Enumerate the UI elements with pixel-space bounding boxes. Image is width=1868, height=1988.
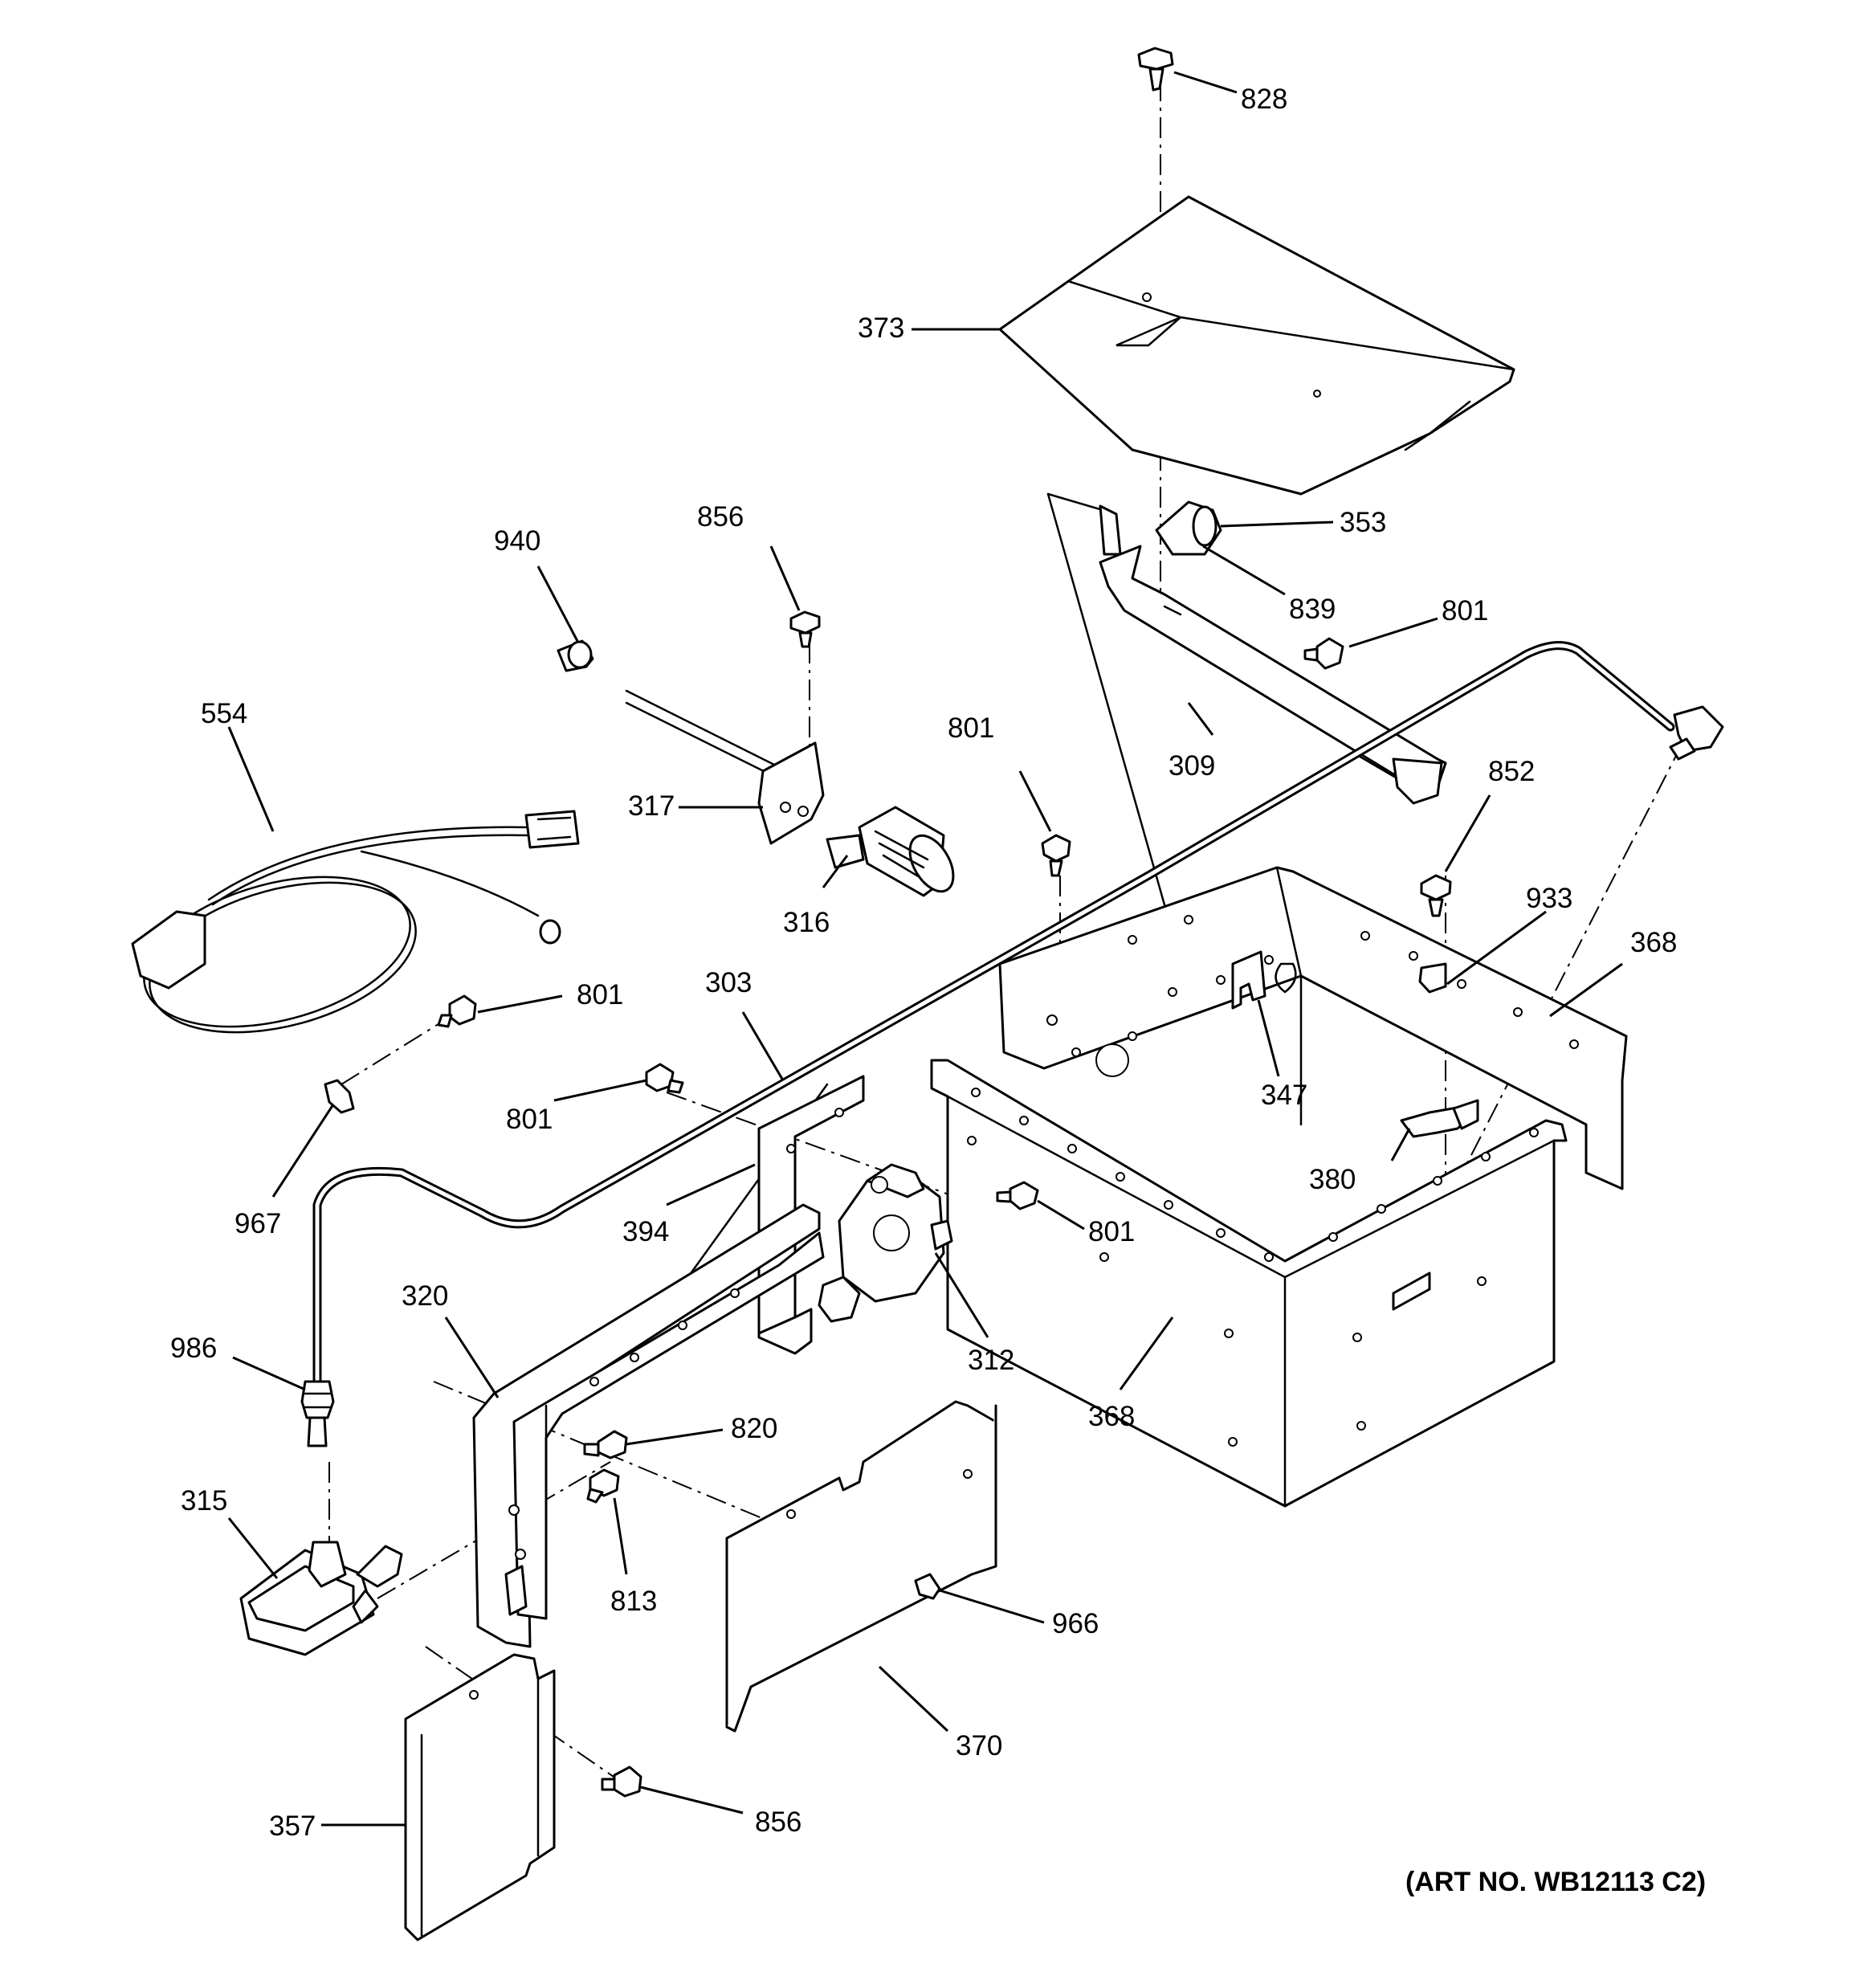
callout-309: 309 [1169,750,1215,782]
clip-966 [914,1573,941,1600]
callout-820: 820 [731,1413,777,1444]
callout-394: 394 [622,1216,669,1247]
fitting-986 [300,1380,335,1447]
gas-tube-303 [312,641,1724,1410]
callout-940: 940 [494,525,540,557]
callout-966: 966 [1052,1608,1099,1639]
callout-347: 347 [1261,1080,1307,1111]
box-panel-368-front [930,1059,1568,1508]
callout-380: 380 [1309,1164,1356,1195]
screw-801-tube [645,1063,684,1094]
screw-856-bottom [601,1766,642,1798]
callout-986: 986 [170,1333,217,1364]
callout-813: 813 [610,1586,657,1617]
panel-357 [404,1653,556,1941]
callout-801-box: 801 [1088,1216,1135,1247]
callout-856-bottom: 856 [755,1806,801,1838]
shield-370 [725,1400,997,1733]
callout-856-top: 856 [697,501,744,533]
wire-harness-554 [131,810,580,1034]
callout-315: 315 [181,1485,227,1517]
callout-368-right: 368 [1630,927,1677,958]
screw-801-mid [1041,834,1071,877]
bracket-347 [1231,950,1297,1010]
screw-852 [1420,874,1452,917]
art-number: (ART NO. WB12113 C2) [1405,1867,1706,1897]
callout-828: 828 [1241,84,1287,115]
callout-357: 357 [269,1810,316,1842]
screw-828 [1137,47,1174,92]
burner-tube-309 [1099,500,1447,805]
screw-820 [583,1430,628,1459]
valve-312 [818,1163,953,1323]
callout-801-left: 801 [577,979,623,1010]
callout-320: 320 [402,1280,448,1312]
callout-368-bottom: 368 [1088,1401,1135,1432]
callout-312: 312 [968,1345,1014,1376]
callout-316: 316 [783,907,830,938]
callout-labels: 828 373 353 839 801 940 856 554 309 801 … [170,84,1677,1842]
screw-813 [586,1468,620,1504]
cap-940 [557,639,594,672]
burner-shield-373 [998,195,1515,496]
callout-933: 933 [1526,883,1572,914]
callout-554: 554 [201,698,247,729]
bracket-320 [472,1203,825,1648]
screw-801-left [437,994,477,1028]
igniter-316 [826,806,955,897]
callout-801-top: 801 [1442,595,1488,627]
electrode-317 [625,689,825,845]
callout-370: 370 [956,1730,1002,1761]
callout-852: 852 [1488,756,1535,787]
screw-801-box [996,1181,1039,1210]
callout-373: 373 [858,312,904,344]
screw-856-top [789,610,821,648]
bracket-380 [1400,1099,1479,1138]
callout-801-tube: 801 [506,1104,553,1135]
screw-801-top [1303,637,1344,670]
clip-967 [324,1079,355,1114]
callout-303: 303 [705,967,752,998]
callout-839: 839 [1289,594,1336,625]
callout-967: 967 [235,1208,281,1239]
callout-801-mid: 801 [948,712,994,744]
callout-353: 353 [1340,507,1386,538]
clip-933 [1418,962,1447,994]
leader-lines [227,71,1623,1827]
callout-317: 317 [628,790,675,822]
box-panel-368-back [998,866,1628,1190]
safety-valve-315 [239,1541,403,1656]
